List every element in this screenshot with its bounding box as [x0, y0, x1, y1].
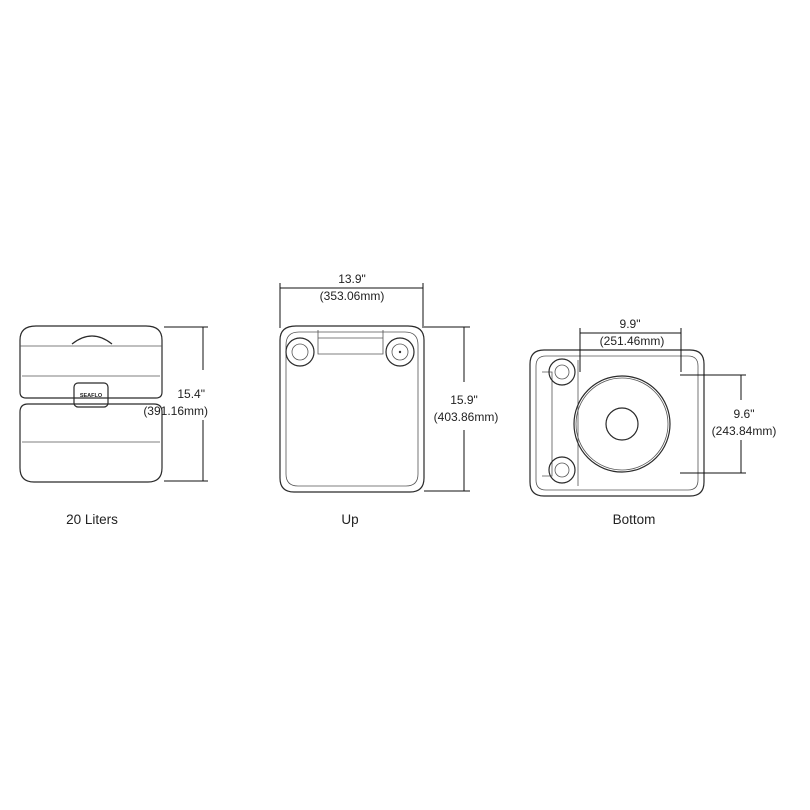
caption-20-liters: 20 Liters [66, 512, 118, 527]
side-height-mm: (391.16mm) [143, 404, 208, 418]
up-width-in: 13.9" [338, 272, 366, 286]
bottom-height-in: 9.6" [734, 407, 755, 421]
up-view [279, 325, 425, 493]
caption-up: Up [341, 512, 358, 527]
bottom-width-mm: (251.46mm) [600, 334, 665, 348]
bottom-width-dimension: 9.9" (251.46mm) [579, 317, 682, 372]
bottom-width-in: 9.9" [620, 317, 641, 331]
bottom-height-mm: (243.84mm) [712, 424, 777, 438]
up-height-mm: (403.86mm) [434, 410, 499, 424]
brand-logo: SEAFLO [80, 393, 103, 399]
side-height-in: 15.4" [177, 387, 205, 401]
side-view: SEAFLO [19, 325, 163, 483]
bottom-height-dimension: 9.6" (243.84mm) [680, 374, 777, 474]
side-height-dimension: 15.4" (391.16mm) [143, 326, 208, 482]
bottom-view [529, 349, 705, 497]
up-height-in: 15.9" [450, 393, 478, 407]
caption-bottom: Bottom [613, 512, 656, 527]
up-width-dimension: 13.9" (353.06mm) [279, 272, 424, 328]
up-height-dimension: 15.9" (403.86mm) [424, 326, 499, 492]
up-width-mm: (353.06mm) [320, 289, 385, 303]
